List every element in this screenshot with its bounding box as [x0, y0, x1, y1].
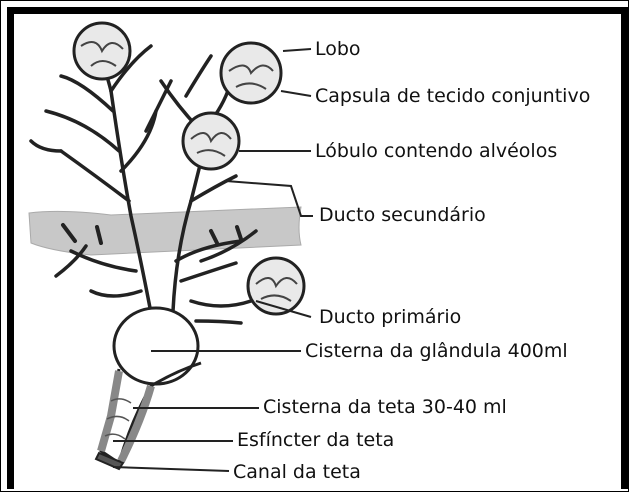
lobule-top-right: [221, 43, 281, 103]
label-ducto-secundario: Ducto secundário: [319, 206, 486, 225]
label-cisterna-teta: Cisterna da teta 30-40 ml: [263, 398, 507, 417]
lobule-middle: [183, 113, 239, 169]
label-canal: Canal da teta: [233, 463, 361, 482]
label-esfincter: Esfíncter da teta: [237, 431, 394, 450]
duct-tree: [31, 46, 256, 323]
label-lobulo: Lóbulo contendo alvéolos: [315, 142, 557, 161]
lobule-lower-right: [248, 258, 304, 314]
label-lobo: Lobo: [315, 40, 361, 59]
label-cisterna-glandula: Cisterna da glândula 400ml: [305, 342, 568, 361]
gland-cistern: [114, 308, 198, 384]
lobule-top-left: [74, 23, 130, 79]
label-capsula: Capsula de tecido conjuntivo: [315, 87, 590, 106]
label-ducto-primario: Ducto primário: [319, 308, 461, 327]
